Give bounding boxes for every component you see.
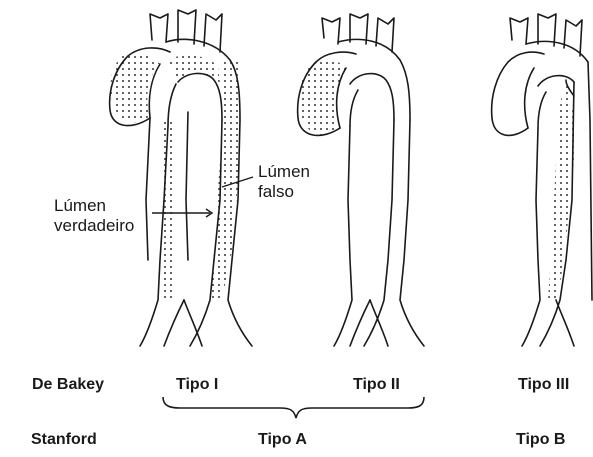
stanford-type-b: Tipo B	[516, 431, 565, 449]
stanford-type-a: Tipo A	[258, 431, 307, 449]
false-lumen-label-line2: falso	[258, 182, 310, 202]
type-a-brace	[163, 397, 424, 418]
false-lumen-asc-left	[160, 120, 176, 300]
true-lumen-label: Lúmen verdadeiro	[54, 196, 134, 236]
debakey-type-ii: Tipo II	[353, 376, 400, 394]
stanford-row-label: Stanford	[31, 431, 97, 449]
false-lumen-root	[111, 52, 160, 122]
debakey-type-i: Tipo I	[176, 376, 218, 394]
false-lumen-arch	[168, 55, 220, 84]
false-lumen-descending	[210, 60, 240, 300]
aorta-type-i	[110, 10, 252, 346]
true-lumen-label-line2: verdadeiro	[54, 216, 134, 236]
false-lumen-type-iii	[548, 80, 575, 300]
false-lumen-label-line1: Lúmen	[258, 162, 310, 182]
aorta-type-ii	[298, 14, 424, 346]
true-lumen-label-line1: Lúmen	[54, 196, 134, 216]
aorta-type-iii	[492, 14, 592, 346]
false-lumen-label: Lúmen falso	[258, 162, 310, 202]
debakey-row-label: De Bakey	[32, 376, 104, 394]
debakey-type-iii: Tipo III	[518, 376, 569, 394]
